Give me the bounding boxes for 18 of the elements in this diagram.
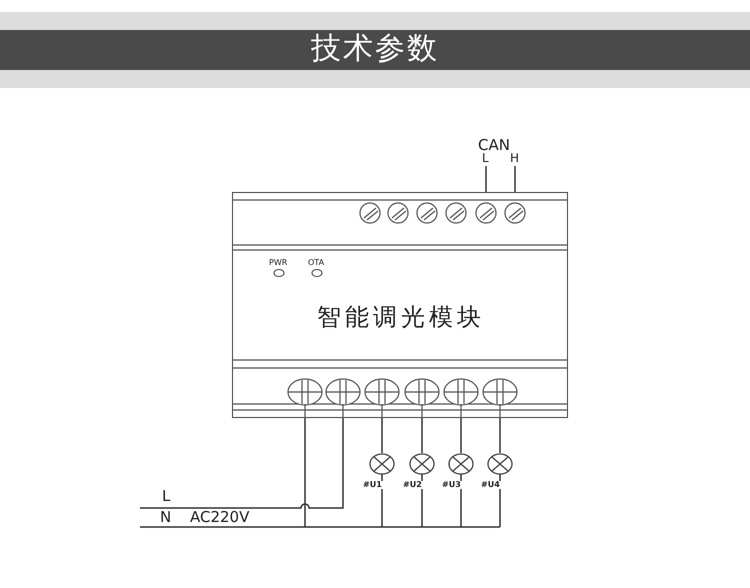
pin-label: L	[482, 152, 489, 164]
lamp-label: #U2	[402, 481, 424, 489]
led-label: OTA	[308, 259, 324, 267]
wire	[460, 418, 462, 453]
can-label: CAN	[478, 138, 510, 153]
line-label: N	[160, 510, 172, 525]
lamp-label: #U3	[441, 481, 463, 489]
lamp-label: #U4	[480, 481, 502, 489]
line-label: L	[162, 489, 170, 504]
page-title: 技术参数	[310, 34, 440, 64]
led-label: PWR	[269, 259, 288, 267]
pin-label: H	[510, 152, 520, 164]
wire	[421, 418, 423, 453]
wire	[499, 418, 501, 453]
lamp-label: #U1	[362, 481, 384, 489]
voltage-label: AC220V	[190, 510, 250, 525]
module-name: 智能调光模块	[316, 305, 486, 329]
wire	[381, 418, 383, 453]
